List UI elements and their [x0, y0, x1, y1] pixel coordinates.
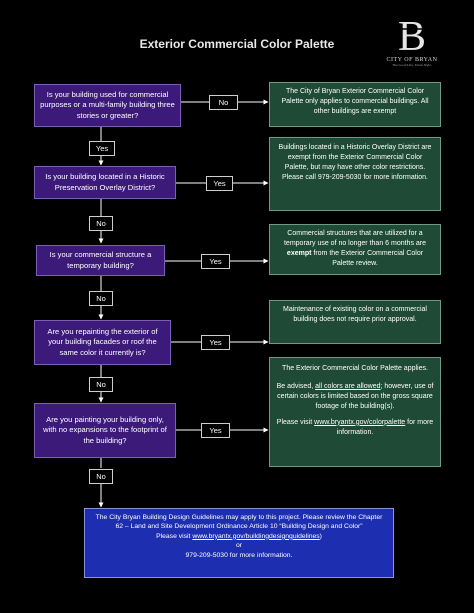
final-link-line: Please visit www.bryantx.gov/buildingdes… [156, 532, 322, 540]
question-text: Is your commercial structure a temporary… [49, 250, 152, 270]
label-no: No [89, 291, 113, 306]
outcome-text: Commercial structures that are utilized … [283, 230, 427, 267]
logo-name: CITY OF BRYAN [386, 57, 438, 63]
outcome-historic-exempt: Buildings located in a Historic Overlay … [269, 137, 441, 211]
logo-tagline: The Good Life, Texas Style. [392, 63, 432, 67]
final-or-text: or [235, 542, 243, 550]
question-repainting-same-color: Are you repainting the exterior of your … [34, 320, 171, 365]
label-yes: Yes [201, 335, 230, 350]
question-temporary-building: Is your commercial structure a temporary… [36, 245, 165, 276]
label-no: No [89, 469, 113, 484]
colorpalette-link[interactable]: www.bryantx.gov/colorpalette [314, 418, 406, 426]
label-no: No [89, 377, 113, 392]
outcome-heading: The Exterior Commercial Color Palette ap… [282, 365, 428, 372]
question-text: Are you repainting the exterior of your … [47, 326, 158, 357]
outcome-text: Buildings located in a Historic Overlay … [278, 144, 432, 181]
city-of-bryan-b-monogram-icon: B [398, 14, 426, 56]
question-painting-only: Are you painting your building only, wit… [34, 403, 176, 458]
outcome-temporary-exempt: Commercial structures that are utilized … [269, 224, 441, 275]
final-guidelines-text: The City Bryan Building Design Guideline… [95, 514, 383, 531]
question-text: Is your building located in a Historic P… [45, 172, 165, 192]
question-text: Are you painting your building only, wit… [43, 414, 167, 445]
question-text: Is your building used for commercial pur… [40, 89, 175, 120]
outcome-palette-applies: The Exterior Commercial Color Palette ap… [269, 357, 441, 467]
exempt-emphasis: exempt [286, 249, 312, 257]
all-colors-allowed-text: all colors are allowed [315, 382, 381, 390]
question-commercial-use: Is your building used for commercial pur… [34, 84, 181, 127]
page-title: Exterior Commercial Color Palette [139, 37, 335, 51]
label-no: No [209, 95, 238, 110]
label-yes: Yes [201, 254, 230, 269]
outcome-text: Maintenance of existing color on a comme… [283, 306, 427, 323]
outcome-text: The City of Bryan Exterior Commercial Co… [281, 88, 429, 115]
outcome-link-line: Please visit www.bryantx.gov/colorpalett… [276, 418, 434, 436]
label-no: No [89, 216, 113, 231]
final-phone-text: 979-209-5030 for more information. [185, 551, 293, 559]
city-logo: B CITY OF BRYAN The Good Life, Texas Sty… [382, 12, 442, 74]
question-historic-overlay: Is your building located in a Historic P… [34, 166, 176, 199]
final-guidelines-box: The City Bryan Building Design Guideline… [84, 508, 394, 578]
outcome-not-commercial: The City of Bryan Exterior Commercial Co… [269, 82, 441, 127]
label-yes: Yes [201, 423, 230, 438]
svg-text:B: B [398, 14, 426, 56]
outcome-advisory: Be advised, all colors are allowed; howe… [276, 382, 434, 410]
designguidelines-link[interactable]: www.bryantx.gov/buildingdesignguidelines [192, 532, 320, 540]
outcome-maintenance-no-approval: Maintenance of existing color on a comme… [269, 300, 441, 344]
label-yes: Yes [89, 141, 115, 156]
label-yes: Yes [206, 176, 233, 191]
